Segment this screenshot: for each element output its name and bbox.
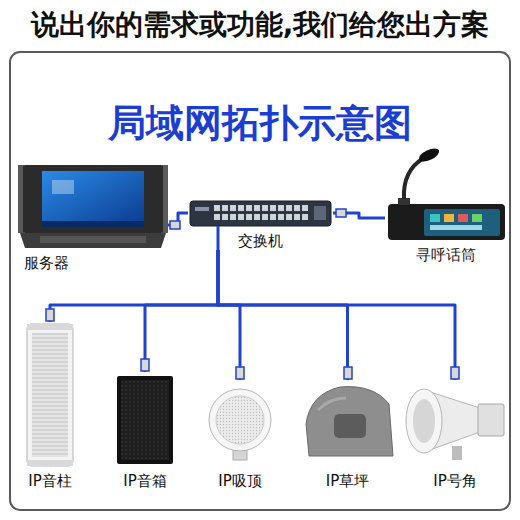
device-label: 服务器	[22, 254, 71, 272]
device-label: IP音箱	[121, 472, 168, 490]
ip-horn-speaker-picture	[406, 389, 504, 460]
plug	[46, 209, 459, 379]
switch-picture	[190, 201, 331, 226]
ip-lawn-speaker-picture	[306, 387, 393, 456]
ip-ceiling-speaker-picture	[209, 389, 271, 460]
slogan-text: 说出你的需求或功能,我们给您出方案	[0, 8, 520, 42]
diagram-title: 局域网拓扑示意图	[0, 100, 520, 146]
network-cable	[218, 250, 455, 380]
ip-column-speaker-picture	[27, 324, 73, 466]
ip-column-speaker-node: IP音柱	[20, 322, 80, 490]
device-label: IP草坪	[324, 472, 371, 490]
device-label: 寻呼话筒	[414, 246, 478, 264]
device-label: IP音柱	[26, 472, 73, 490]
switch-node: 交换机	[188, 198, 333, 250]
device-label: IP号角	[431, 472, 478, 490]
device-label: IP吸顶	[216, 472, 263, 490]
switch-cable-stub	[217, 226, 220, 256]
ip-ceiling-speaker-node: IP吸顶	[200, 380, 280, 490]
network-cable	[218, 250, 240, 380]
ip-lawn-speaker-node: IP草坪	[300, 380, 395, 490]
ip-box-speaker-picture	[117, 376, 173, 464]
network-cable	[218, 250, 348, 380]
server-picture	[18, 165, 168, 248]
network-cable	[50, 250, 218, 322]
paging-mic-picture	[388, 146, 505, 240]
ip-box-speaker-node: IP音箱	[105, 372, 185, 490]
paging-mic-node: 寻呼话筒	[385, 150, 507, 264]
server-node: 服务器	[18, 160, 168, 272]
device-label: 交换机	[236, 232, 285, 250]
network-cable	[145, 250, 218, 372]
ip-horn-speaker-node: IP号角	[400, 380, 510, 490]
